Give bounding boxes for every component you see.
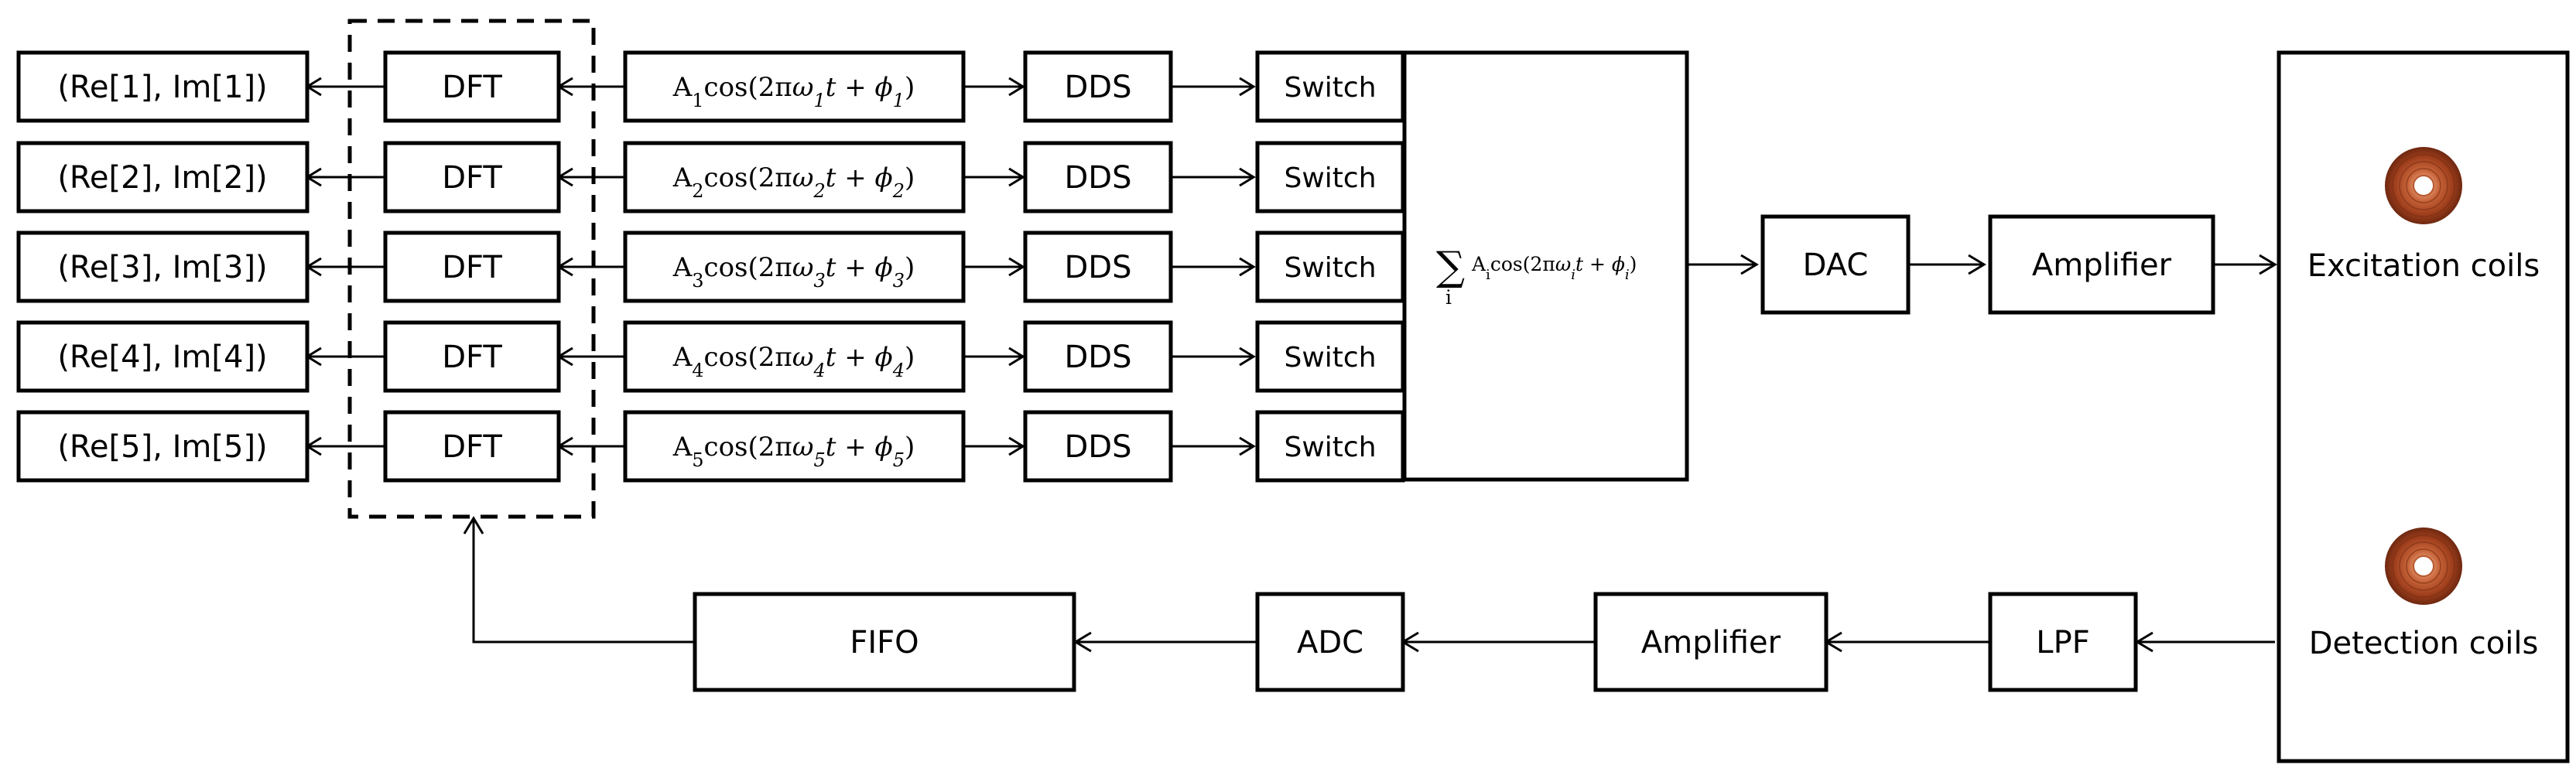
output-box: (Re[5], Im[5]) — [16, 410, 310, 483]
adc-block: ADC — [1255, 592, 1405, 692]
output-label: (Re[4], Im[4]) — [57, 340, 267, 375]
dds-block: DDS — [1023, 50, 1173, 123]
output-label: (Re[5], Im[5]) — [57, 429, 267, 465]
sum-expression: Aicos(2πωit + ϕi) — [1471, 253, 1637, 283]
dac-label: DAC — [1803, 248, 1869, 283]
channel-row-4: (Re[4], Im[4]) DFT A4cos(2πω4t + ϕ4) DDS Swi… — [16, 320, 1405, 393]
switch-label: Switch — [1284, 432, 1376, 463]
output-label: (Re[2], Im[2]) — [57, 160, 267, 196]
dds-label: DDS — [1065, 340, 1132, 375]
signal-block: A5cos(2πω5t + ϕ5) — [623, 410, 966, 483]
dft-block: DFT — [383, 141, 561, 213]
dft-block: DFT — [383, 50, 561, 123]
dft-label: DFT — [442, 340, 502, 375]
fifo-label: FIFO — [850, 625, 919, 661]
switch-label: Switch — [1284, 72, 1376, 104]
amplifier-top-label: Amplifier — [2032, 248, 2172, 283]
dft-block: DFT — [383, 230, 561, 303]
adc-label: ADC — [1297, 625, 1363, 661]
amplifier-bottom-block: Amplifier — [1593, 592, 1829, 692]
signal-expression: A4cos(2πω4t + ϕ4) — [672, 342, 915, 381]
switch-block: Switch — [1255, 50, 1405, 123]
sum-sigma: ∑ — [1436, 244, 1465, 290]
dft-label: DFT — [442, 70, 502, 105]
dds-block: DDS — [1023, 320, 1173, 393]
switch-block: Switch — [1255, 230, 1405, 303]
lpf-label: LPF — [2036, 625, 2089, 661]
output-box: (Re[3], Im[3]) — [16, 230, 310, 303]
output-box: (Re[2], Im[2]) — [16, 141, 310, 213]
sum-subscript: i — [1445, 286, 1452, 309]
channel-row-3: (Re[3], Im[3]) DFT A3cos(2πω3t + ϕ3) DDS Swi… — [16, 230, 1405, 303]
channel-row-5: (Re[5], Im[5]) DFT A5cos(2πω5t + ϕ5) DDS Swi… — [16, 410, 1405, 483]
signal-block: A3cos(2πω3t + ϕ3) — [623, 230, 966, 303]
dac-block: DAC — [1760, 214, 1911, 315]
signal-block: A4cos(2πω4t + ϕ4) — [623, 320, 966, 393]
signal-expression: A3cos(2πω3t + ϕ3) — [672, 252, 915, 292]
switch-label: Switch — [1284, 342, 1376, 374]
excitation-coils-label: Excitation coils — [2307, 248, 2540, 284]
signal-expression: A1cos(2πω1t + ϕ1) — [672, 72, 915, 111]
amplifier-bottom-label: Amplifier — [1641, 625, 1781, 661]
output-label: (Re[1], Im[1]) — [57, 70, 267, 105]
lpf-block: LPF — [1988, 592, 2138, 692]
switch-block: Switch — [1255, 141, 1405, 213]
dft-label: DFT — [442, 160, 502, 196]
channel-row-2: (Re[2], Im[2]) DFT A2cos(2πω2t + ϕ2) DDS Swi… — [16, 141, 1405, 213]
dft-block: DFT — [383, 320, 561, 393]
fifo-block: FIFO — [693, 592, 1076, 692]
switch-block: Switch — [1255, 320, 1405, 393]
coils-enclosure: Excitation coils Detection coils — [2277, 50, 2570, 763]
dds-label: DDS — [1065, 70, 1132, 105]
summation-block: ∑ i Aicos(2πωit + ϕi) — [1402, 50, 1689, 482]
dds-block: DDS — [1023, 230, 1173, 303]
excitation-coil-icon — [2385, 147, 2462, 224]
switch-label: Switch — [1284, 252, 1376, 284]
channel-row-1: (Re[1], Im[1]) DFT A1cos(2πω1t + ϕ1) DDS Swi… — [16, 50, 1405, 123]
dft-label: DFT — [442, 429, 502, 465]
switch-block: Switch — [1255, 410, 1405, 483]
signal-expression: A2cos(2πω2t + ϕ2) — [672, 162, 915, 202]
dft-block: DFT — [383, 410, 561, 483]
dds-label: DDS — [1065, 250, 1132, 285]
output-label: (Re[3], Im[3]) — [57, 250, 267, 285]
dft-group-outline — [347, 19, 596, 519]
switch-label: Switch — [1284, 162, 1376, 194]
amplifier-top-block: Amplifier — [1988, 214, 2215, 315]
dds-block: DDS — [1023, 410, 1173, 483]
output-box: (Re[1], Im[1]) — [16, 50, 310, 123]
signal-block: A2cos(2πω2t + ϕ2) — [623, 141, 966, 213]
dds-block: DDS — [1023, 141, 1173, 213]
detection-coils-label: Detection coils — [2309, 626, 2539, 661]
dft-label: DFT — [442, 250, 502, 285]
signal-block: A1cos(2πω1t + ϕ1) — [623, 50, 966, 123]
channel-rows: (Re[1], Im[1]) DFT A1cos(2πω1t + ϕ1) DDS Swi… — [16, 50, 1405, 483]
dds-label: DDS — [1065, 160, 1132, 196]
output-box: (Re[4], Im[4]) — [16, 320, 310, 393]
detection-coil-icon — [2385, 527, 2462, 605]
dds-label: DDS — [1065, 429, 1132, 465]
signal-expression: A5cos(2πω5t + ϕ5) — [672, 432, 915, 471]
